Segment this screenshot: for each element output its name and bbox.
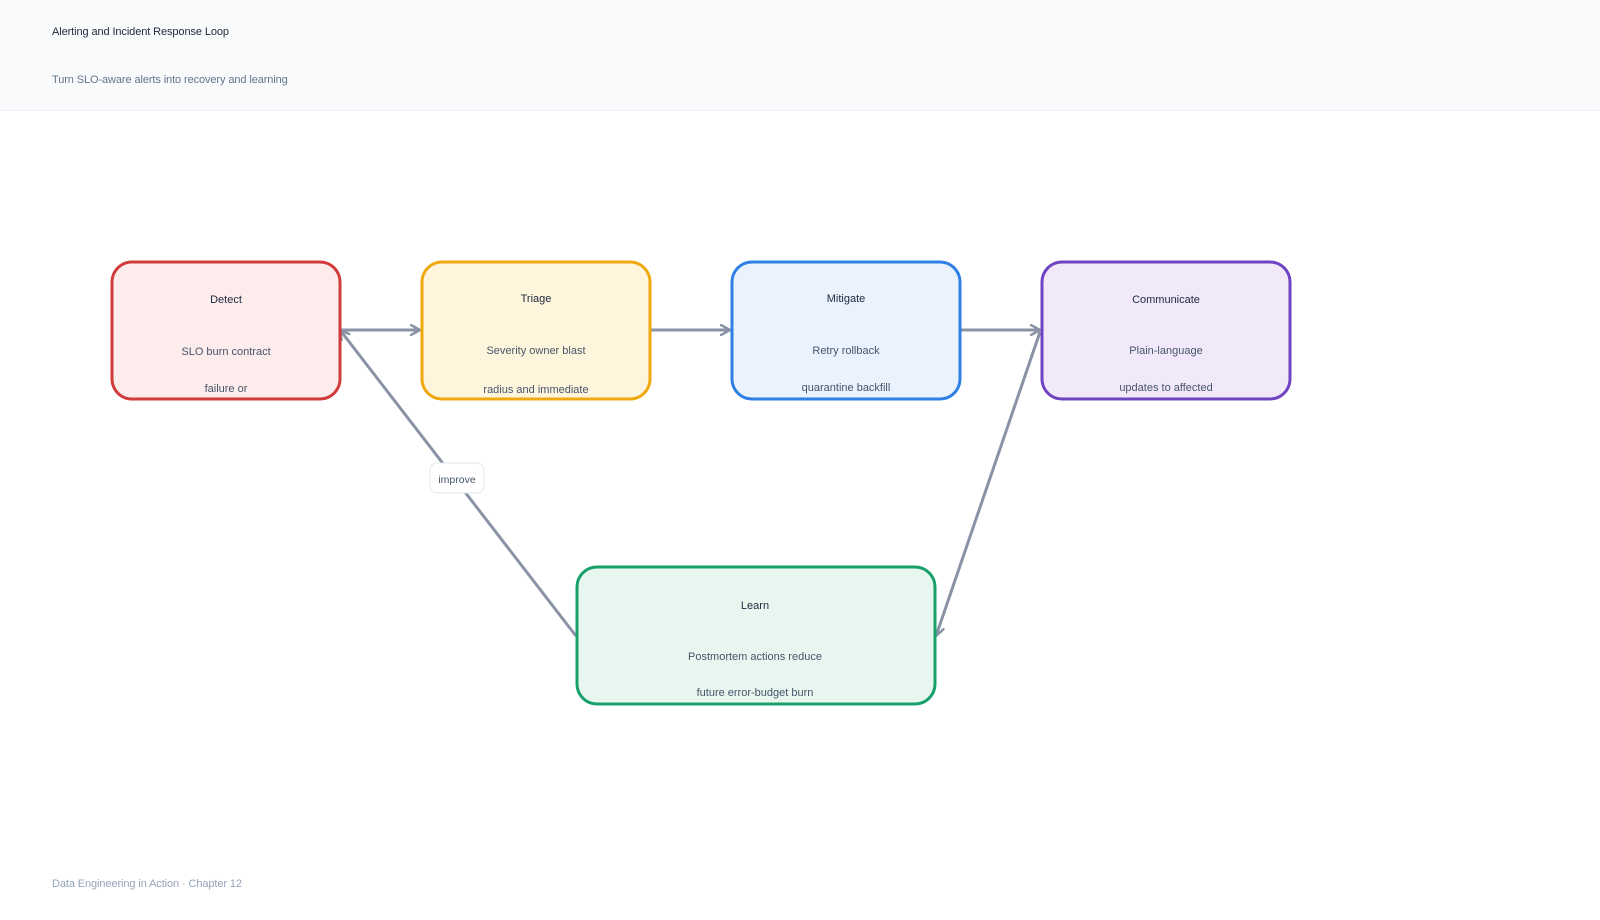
edge-label-box [429,462,485,494]
node-communicate-line2: updates to affected [1119,382,1212,394]
node-detect[interactable]: Detect SLO burn contract failure or [110,260,342,401]
page-subtitle: Turn SLO-aware alerts into recovery and … [52,74,288,86]
node-triage-line2: radius and immediate [483,384,588,396]
node-learn-title: Learn [741,600,769,612]
node-triage[interactable]: Triage Severity owner blast radius and i… [420,260,652,401]
edge-communicate-learn [936,331,1042,636]
node-mitigate-line1: Retry rollback [812,345,880,357]
node-mitigate-title: Mitigate [827,293,866,305]
edge-label-improve-text: improve [438,474,476,486]
node-learn[interactable]: Learn Postmortem actions reduce future e… [575,565,937,706]
node-learn-line1: Postmortem actions reduce [688,651,822,663]
header-band: Alerting and Incident Response Loop Turn… [0,0,1600,111]
node-detect-title: Detect [210,294,242,306]
node-communicate-title: Communicate [1132,294,1200,306]
node-detect-box [110,260,342,401]
node-mitigate-line2: quarantine backfill [802,382,891,394]
page-title: Alerting and Incident Response Loop [52,26,229,38]
node-triage-line1: Severity owner blast [486,345,585,357]
node-communicate[interactable]: Communicate Plain-language updates to af… [1040,260,1292,401]
node-detect-line1: SLO burn contract [181,346,270,358]
footer-caption: Data Engineering in Action · Chapter 12 [52,878,242,890]
node-mitigate[interactable]: Mitigate Retry rollback quarantine backf… [730,260,962,401]
node-communicate-line1: Plain-language [1129,345,1202,357]
node-learn-line2: future error-budget burn [697,687,814,699]
edge-label-improve: improve [429,462,485,494]
node-mitigate-box [730,260,962,401]
node-communicate-box [1040,260,1292,401]
node-triage-box [420,260,652,401]
node-triage-title: Triage [521,293,552,305]
node-detect-line2: failure or [205,383,248,395]
node-learn-box [575,565,937,706]
